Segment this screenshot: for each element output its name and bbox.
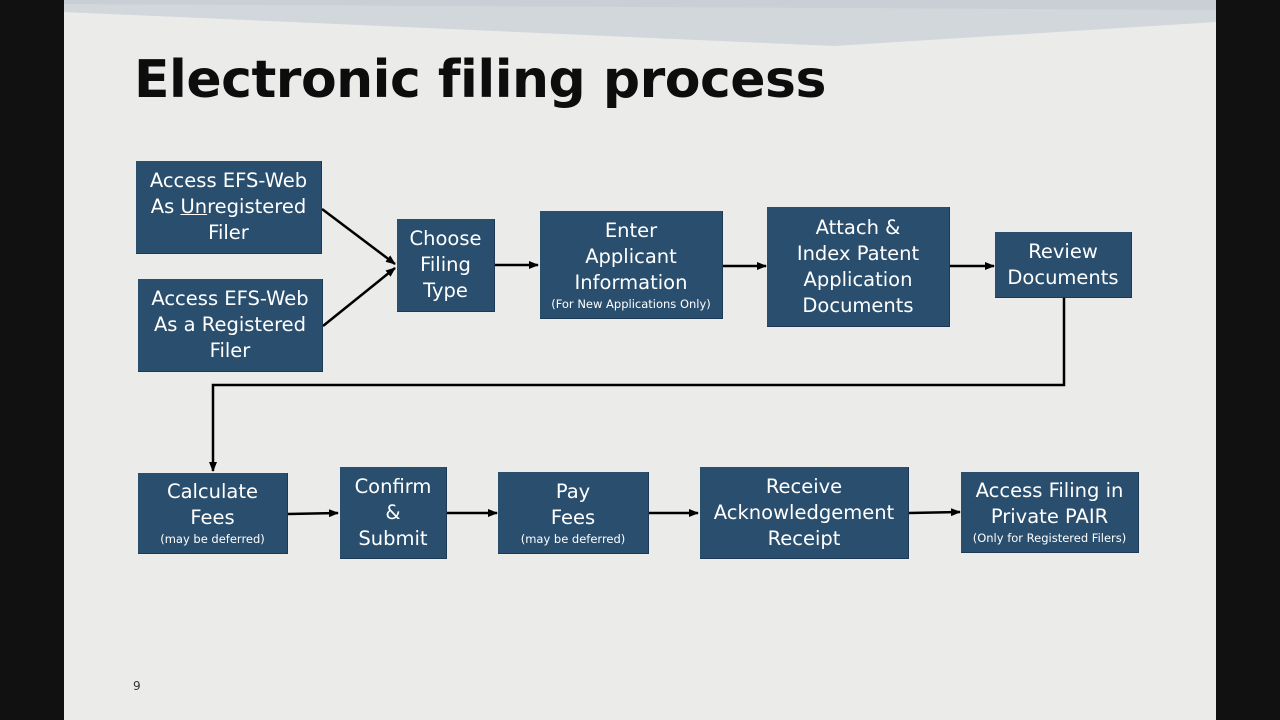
arrow-calculate-to-confirm (287, 509, 339, 518)
calculate-fees-box: Calculate Fees (may be deferred) (138, 473, 288, 554)
box-line: Submit (358, 526, 428, 550)
box-line: Application (803, 267, 913, 291)
box-line: Applicant (585, 244, 677, 268)
header-band-decoration (64, 0, 1216, 46)
enter-applicant-information-box: Enter Applicant Information (For New App… (540, 211, 723, 319)
box-note: (may be deferred) (520, 531, 626, 546)
access-efs-web-registered-box: Access EFS-Web As a Registered Filer (138, 279, 323, 372)
pay-fees-box: Pay Fees (may be deferred) (498, 472, 649, 554)
box-line: As a Registered (153, 313, 307, 336)
underlined-text-segment: Un (180, 195, 208, 218)
box-line: Documents (1007, 265, 1119, 289)
slide-title: Electronic filing process (134, 50, 826, 110)
box-line: Fees (190, 506, 235, 529)
box-line: As Unregistered (151, 194, 307, 220)
slide: Electronic filing process Access EFS-Web… (64, 0, 1216, 720)
box-line: Access EFS-Web (149, 169, 308, 192)
box-line: Enter (604, 218, 658, 242)
page-number: 9 (133, 679, 141, 693)
receive-acknowledgement-receipt-box: Receive Acknowledgement Receipt (700, 467, 909, 559)
arrow-unregistered-to-choose (321, 208, 396, 265)
box-line: Confirm (354, 474, 432, 498)
box-line: Filer (209, 339, 251, 362)
flow-connectors (209, 208, 1066, 518)
box-line: Fees (550, 505, 596, 529)
arrow-review-to-calculate (209, 298, 1066, 472)
box-text-segment: registered (207, 195, 307, 218)
box-line: Private PAIR (990, 505, 1109, 528)
choose-filing-type-box: Choose Filing Type (397, 219, 495, 312)
box-line: Index Patent (796, 241, 920, 265)
box-line: Filer (208, 221, 249, 244)
box-text-segment: As (150, 195, 181, 218)
box-line: & (385, 500, 401, 524)
attach-index-documents-box: Attach & Index Patent Application Docume… (767, 207, 950, 327)
box-line: Access Filing in (975, 479, 1124, 502)
arrow-registered-to-choose (322, 267, 396, 327)
box-line: Calculate (166, 480, 259, 503)
box-note: (For New Applications Only) (551, 296, 711, 311)
box-line: Type (423, 279, 468, 302)
box-line: Information (574, 270, 688, 294)
box-line: Access EFS-Web (151, 287, 309, 310)
arrow-receive-to-pair (908, 508, 961, 517)
box-line: Attach & (815, 215, 901, 239)
box-line: Pay (555, 479, 591, 503)
box-note: (may be deferred) (160, 532, 265, 546)
confirm-submit-box: Confirm & Submit (340, 467, 447, 559)
box-line: Filing (420, 253, 471, 276)
box-note: (Only for Registered Filers) (972, 531, 1127, 545)
box-line: Receive (765, 474, 843, 498)
box-line: Review (1028, 239, 1098, 263)
box-line: Receipt (767, 526, 841, 550)
review-documents-box: Review Documents (995, 232, 1132, 298)
box-line: Documents (802, 293, 914, 317)
access-efs-web-unregistered-box: Access EFS-Web As Unregistered Filer (136, 161, 322, 254)
access-filing-private-pair-box: Access Filing in Private PAIR (Only for … (961, 472, 1139, 553)
box-line: Choose (409, 227, 482, 250)
box-line: Acknowledgement (713, 500, 895, 524)
